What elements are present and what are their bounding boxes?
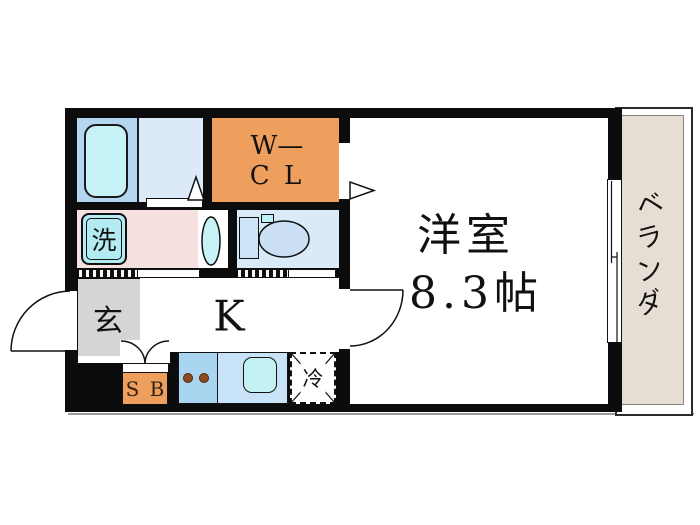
washroom-sliding-door-track xyxy=(79,270,137,277)
bathroom-door-sill xyxy=(146,198,203,208)
shoe-box xyxy=(122,372,168,405)
washroom-sliding-door xyxy=(137,269,200,278)
western-room-floor xyxy=(350,118,608,404)
entrance-door-arc xyxy=(10,290,71,352)
toilet-tank xyxy=(239,217,259,259)
toilet-button xyxy=(261,214,274,223)
washing-machine xyxy=(81,213,127,265)
room-door-gap xyxy=(339,288,350,350)
kitchen-sink xyxy=(243,357,277,393)
washbasin-floor xyxy=(198,210,228,268)
entrance-door-gap xyxy=(65,290,77,351)
closet-label-line2: C L xyxy=(249,161,305,191)
closet-label: W— C L xyxy=(250,131,304,191)
cabinet-arc-patch xyxy=(120,340,170,363)
veranda-char: ベ xyxy=(633,187,667,223)
shoe-box-label: S B xyxy=(125,377,167,401)
kitchen-label: K xyxy=(213,291,245,341)
veranda-char: ダ xyxy=(633,286,667,322)
veranda-char: ラ xyxy=(633,220,667,256)
toilet-sliding-door-track xyxy=(238,270,288,277)
bathtub xyxy=(84,124,128,198)
washing-machine-inner xyxy=(86,218,122,260)
veranda-label: ベ ラ ン ダ xyxy=(633,187,667,322)
plan-shadow xyxy=(68,413,694,415)
veranda-window xyxy=(607,179,622,343)
western-room-size: 8.3帖 xyxy=(409,268,543,319)
bathroom-floor xyxy=(137,118,203,202)
walk-in-closet-floor xyxy=(212,118,339,202)
closet-door-gap xyxy=(339,142,350,200)
stove-counter xyxy=(178,352,218,404)
kitchen-floor xyxy=(140,278,339,352)
western-room-label: 洋室 xyxy=(417,210,515,261)
veranda-char: ン xyxy=(633,253,667,289)
genkan-label: 玄 xyxy=(93,304,123,339)
washing-machine-label: 洗 xyxy=(91,226,117,255)
toilet-sliding-door xyxy=(288,269,336,278)
refrigerator-label: 冷 xyxy=(300,363,326,393)
closet-label-line1: W— xyxy=(250,131,304,161)
veranda-floor xyxy=(620,115,684,405)
genkan-step xyxy=(78,356,140,363)
